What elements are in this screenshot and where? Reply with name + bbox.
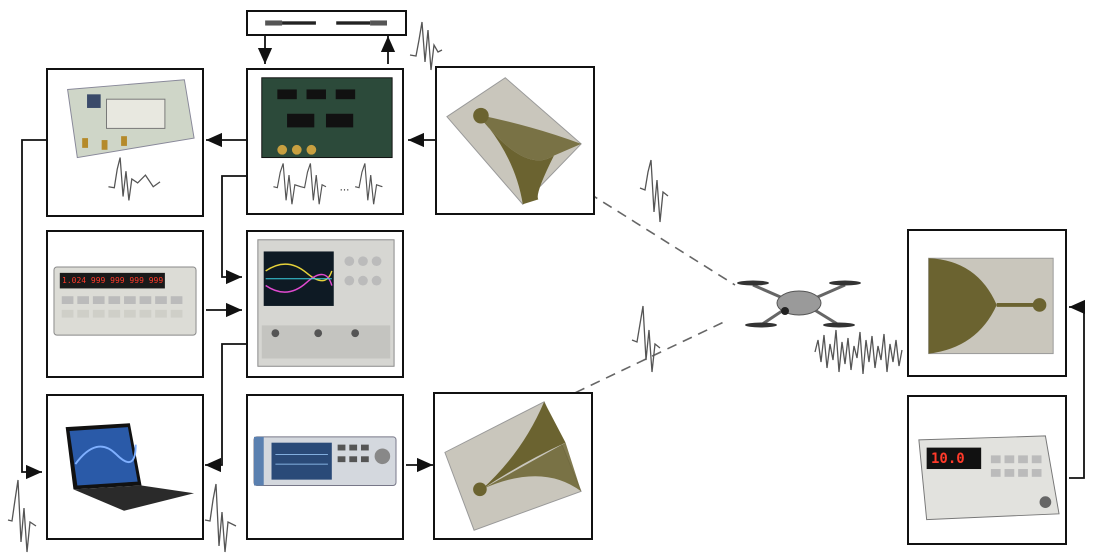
fpga-to-laptop-line [21,139,46,480]
coax-cable-icon [265,20,387,26]
waveform-top [409,21,443,71]
antenna-upper-box [435,66,595,215]
frequency-generator-box: 1.024 999 999 999 999 [46,230,204,378]
coax-cable-box [246,10,407,36]
oscilloscope-icon [257,239,395,367]
vivaldi-antenna-icon [446,77,582,205]
pulse-generator-display: 10.0 [931,451,965,467]
pulse-generator-box: 10.0 [907,395,1067,545]
adc-board-box: ... [246,68,404,215]
laptop-box [46,394,204,540]
vector-signal-generator-icon [253,436,397,486]
wireless-path-lower [559,319,729,401]
oscilloscope-box [246,230,404,378]
fpga-board-icon [67,79,195,201]
antenna-right-box [907,229,1067,377]
vivaldi-antenna-icon [928,257,1054,355]
adc-to-scope-line [221,175,246,285]
fpga-board-box [46,68,204,217]
waveform-lower-wireless [631,305,661,373]
vector-signal-generator-box [246,394,404,540]
noise-waveform [814,329,903,375]
waveform-mid-bottom [204,483,237,553]
drone-icon [737,280,861,328]
vivaldi-antenna-icon [444,401,582,531]
frequency-generator-icon [53,266,197,336]
laptop-icon [65,423,195,511]
scope-to-laptop-line [205,343,246,473]
svg-text:...: ... [340,181,350,194]
waveform-upper-wireless [639,159,669,223]
waveform-left-bottom [7,479,37,553]
pulse-to-antenna-line [1069,299,1086,479]
antenna-lower-box [433,392,593,540]
adc-board-icon: ... [261,77,393,205]
pulse-generator-icon [918,435,1060,521]
generator-display: 1.024 999 999 999 999 [62,276,164,285]
